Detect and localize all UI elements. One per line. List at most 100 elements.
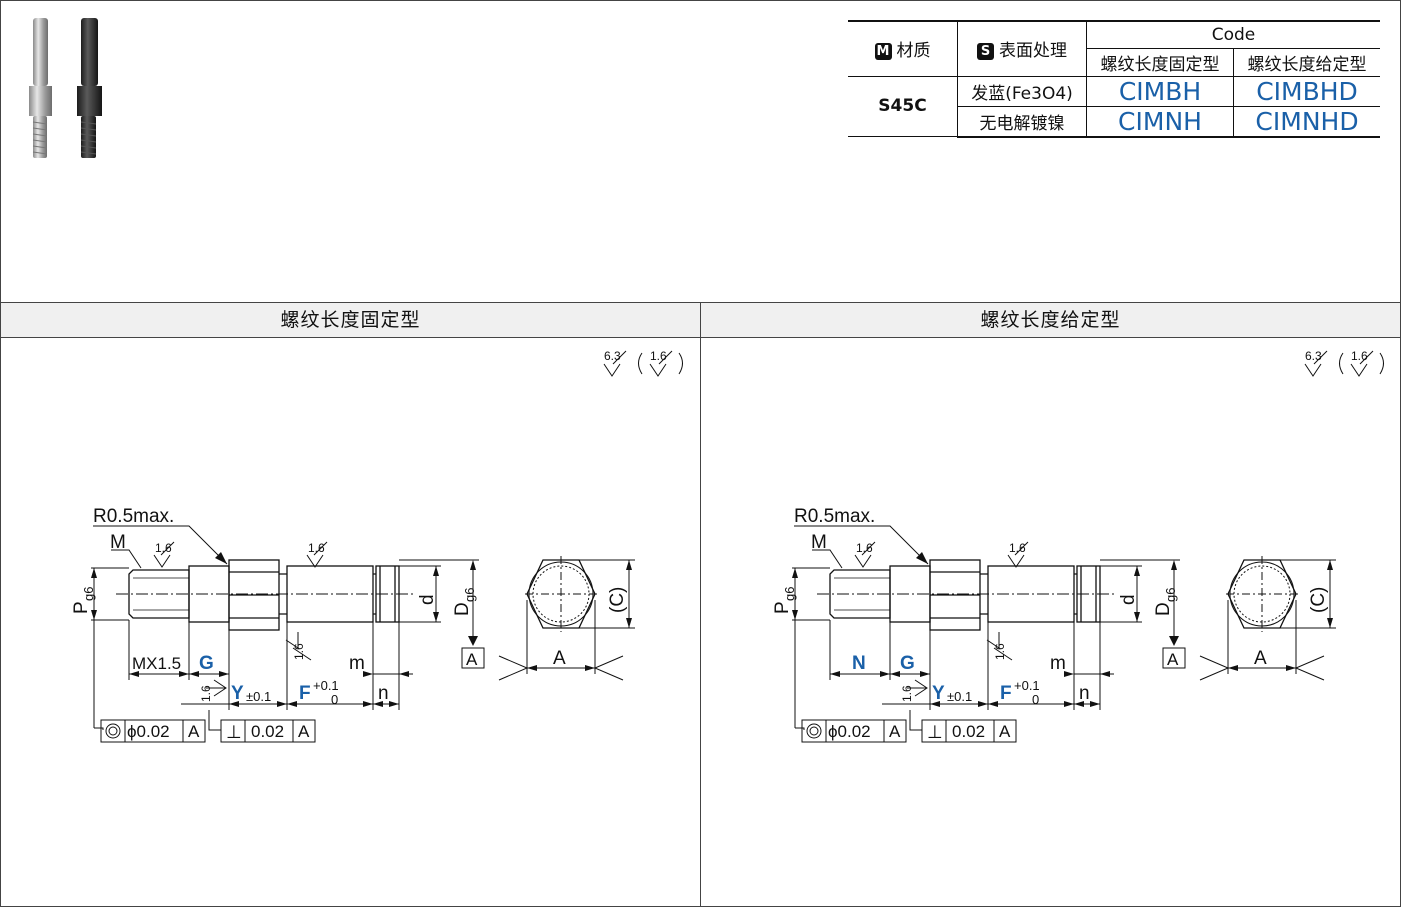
roughness-face-label: 1.6 <box>993 643 1007 660</box>
n-label: n <box>378 683 389 704</box>
datum-box <box>1162 647 1186 669</box>
surface-icon: S <box>977 43 994 61</box>
f-tolerance-lower: 0 <box>331 692 338 707</box>
p-diameter-label: P g6 <box>772 587 797 614</box>
g-label: G <box>900 653 915 674</box>
svg-text:D: D <box>452 602 473 616</box>
hex-c-label: (C) <box>607 587 628 613</box>
coaxiality-value: ϕ0.02 <box>828 722 871 741</box>
y-label: Y <box>932 683 945 704</box>
f-tolerance-lower: 0 <box>1032 692 1039 707</box>
dg-diameter-label: D g6 <box>1153 588 1178 616</box>
coaxiality-frame <box>801 719 907 743</box>
hex-a-label: A <box>553 648 566 669</box>
m-label: m <box>1050 653 1066 674</box>
surface-value: 发蓝(Fe3O4) <box>957 76 1087 107</box>
code-value: CIMNH <box>1086 106 1234 138</box>
arrowheads <box>792 552 1333 707</box>
dg-diameter-label: D g6 <box>452 588 477 616</box>
code-value: CIMNHD <box>1233 106 1380 138</box>
panel-divider <box>700 302 701 907</box>
n-label: n <box>1079 683 1090 704</box>
perpendicularity-symbol: ⊥ <box>927 722 943 742</box>
roughness-thread-label: 1.6 <box>856 541 873 555</box>
hex-a-label: A <box>1254 648 1267 669</box>
panel-title-fixed: 螺纹长度固定型 <box>1 303 700 338</box>
panel-title-specified: 螺纹长度给定型 <box>701 303 1400 338</box>
radius-note: R0.5max. <box>794 506 875 527</box>
silver-pin-image <box>29 18 52 158</box>
y-tolerance: ±0.1 <box>947 689 972 704</box>
black-pin-image <box>77 18 102 158</box>
f-tolerance-upper: +0.1 <box>313 678 339 693</box>
d-label: d <box>417 594 438 605</box>
thread-label: M <box>110 532 126 553</box>
f-tolerance-upper: +0.1 <box>1014 678 1040 693</box>
code-value: CIMBH <box>1086 76 1234 107</box>
svg-text:P: P <box>772 601 793 614</box>
material-value: S45C <box>848 76 958 137</box>
roughness-paren-label: 1.6 <box>650 349 667 363</box>
code-header: Code <box>1086 20 1380 49</box>
code-value: CIMBHD <box>1233 76 1380 107</box>
perpendicularity-datum: A <box>298 722 310 741</box>
g-label: G <box>199 653 214 674</box>
drawing-panel-specified: 6.3 1.6 1.6 1.6 1.6 1.6 R0.5max. M P g6 … <box>702 338 1400 906</box>
coaxiality-datum: A <box>188 722 200 741</box>
svg-text:g6: g6 <box>782 587 797 601</box>
material-icon: M <box>874 43 892 61</box>
roughness-face-label: 1.6 <box>292 643 306 660</box>
svg-text:P: P <box>71 601 92 614</box>
f-label: F <box>299 683 311 704</box>
thread-length-label: MX1.5 <box>132 654 181 673</box>
svg-text:D: D <box>1153 602 1174 616</box>
p-diameter-label: P g6 <box>71 587 96 614</box>
coaxiality-datum: A <box>889 722 901 741</box>
roughness-groove-label: 1.6 <box>900 685 914 702</box>
perpendicularity-frame <box>921 719 1017 743</box>
svg-text:g6: g6 <box>462 588 477 602</box>
f-label: F <box>1000 683 1012 704</box>
svg-text:g6: g6 <box>1163 588 1178 602</box>
perpendicularity-datum: A <box>999 722 1011 741</box>
svg-text:g6: g6 <box>81 587 96 601</box>
technical-drawing: 6.3 1.6 1.6 1.6 1.6 1.6 R0.5max. M P g6 … <box>772 349 1384 743</box>
roughness-main-label: 6.3 <box>604 349 621 363</box>
thread-length-label: N <box>852 653 866 674</box>
y-label: Y <box>231 683 244 704</box>
roughness-symbol <box>603 350 683 377</box>
hex-end-view <box>1199 556 1336 681</box>
datum-box <box>461 647 485 669</box>
type-specified-header: 螺纹长度给定型 <box>1233 48 1380 77</box>
radius-leader <box>794 525 929 565</box>
roughness-body-label: 1.6 <box>1009 541 1026 555</box>
datum-label: A <box>466 650 478 669</box>
perpendicularity-frame <box>220 719 316 743</box>
perpendicularity-symbol: ⊥ <box>226 722 242 742</box>
drawing-panel-fixed: 6.3 1.6 1.6 1.6 1.6 1.6 R0.5max. M P g6 … <box>1 338 699 906</box>
shaft-outline <box>128 559 400 631</box>
technical-drawing: 6.3 1.6 1.6 1.6 1.6 1.6 R0.5max. M P g6 … <box>71 349 683 743</box>
hex-end-view <box>498 556 635 681</box>
surface-value: 无电解镀镍 <box>957 106 1087 138</box>
thread-label: M <box>811 532 827 553</box>
radius-leader <box>93 525 228 565</box>
datum-label: A <box>1167 650 1179 669</box>
roughness-body-label: 1.6 <box>308 541 325 555</box>
roughness-main-label: 6.3 <box>1305 349 1322 363</box>
d-label: d <box>1118 594 1139 605</box>
y-tolerance: ±0.1 <box>246 689 271 704</box>
roughness-groove-label: 1.6 <box>199 685 213 702</box>
type-fixed-header: 螺纹长度固定型 <box>1086 48 1234 77</box>
shaft-outline <box>829 559 1101 631</box>
radius-note: R0.5max. <box>93 506 174 527</box>
product-photo <box>29 18 102 158</box>
perpendicularity-value: 0.02 <box>251 722 284 741</box>
roughness-symbol <box>1304 350 1384 377</box>
hex-c-label: (C) <box>1308 587 1329 613</box>
roughness-thread-label: 1.6 <box>155 541 172 555</box>
roughness-paren-label: 1.6 <box>1351 349 1368 363</box>
